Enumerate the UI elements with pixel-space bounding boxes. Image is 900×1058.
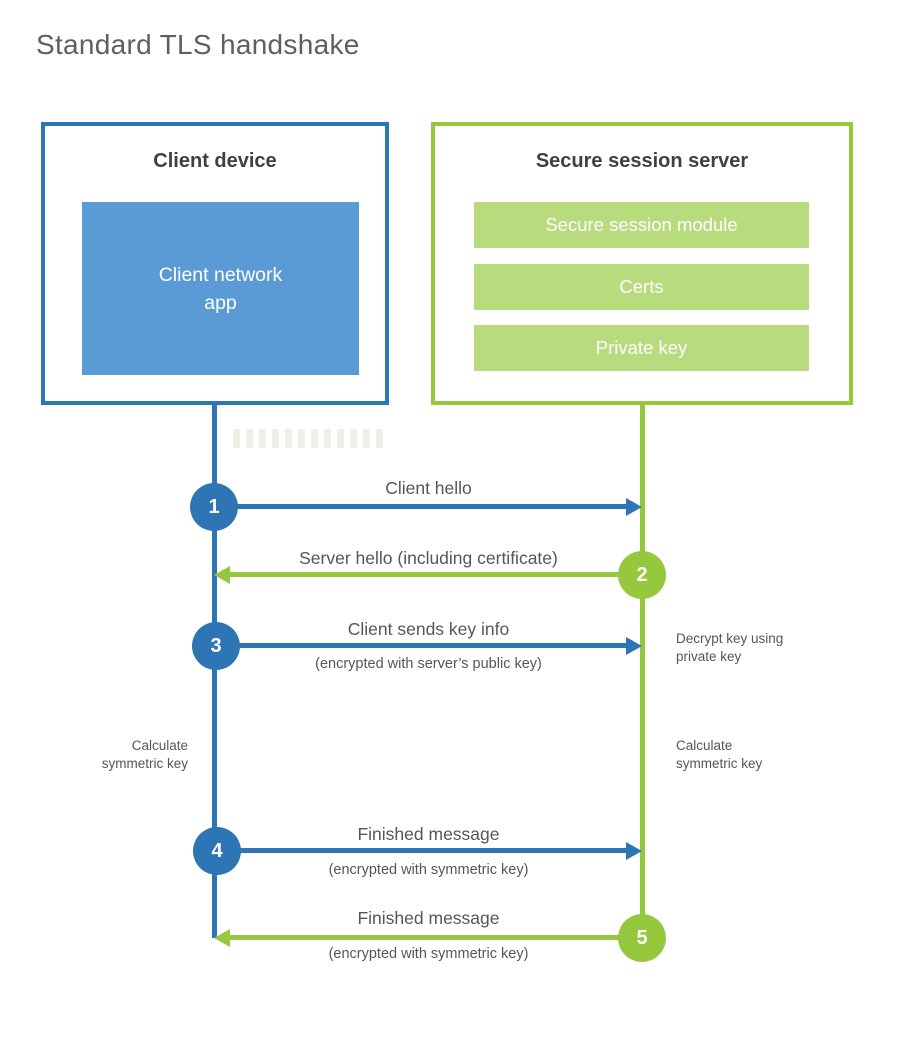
faint-erased-text-artifact — [233, 429, 385, 448]
secure-session-server-box: Secure session server Secure session mod… — [431, 122, 853, 405]
step5-arrow-line — [230, 935, 642, 940]
server-module-label: Certs — [619, 276, 664, 297]
secure-session-server-title: Secure session server — [535, 150, 749, 172]
step4-number-badge: 4 — [193, 827, 241, 875]
step4-message-label: Finished message — [357, 824, 500, 844]
client-network-app-label: Client network app — [158, 263, 283, 314]
step1-message-label: Client hello — [385, 478, 472, 498]
step3-number: 3 — [210, 634, 222, 657]
step4-arrow-line — [215, 848, 626, 853]
step4-number: 4 — [211, 839, 223, 862]
step1-arrow-line — [215, 504, 626, 509]
server-module-label: Secure session module — [545, 214, 738, 235]
step1-number: 1 — [208, 495, 220, 518]
step3-message-label: Client sends key info — [347, 619, 510, 639]
server-module-label: Private key — [595, 337, 688, 358]
arrow-left-icon — [214, 929, 230, 947]
annotation-calculate-symmetric-key-client: Calculate symmetric key — [101, 738, 188, 771]
server-module-secure-session-module: Secure session module — [474, 202, 809, 248]
client-device-title: Client device — [153, 150, 277, 172]
step2-number: 2 — [636, 563, 648, 586]
step3-message-sublabel: (encrypted with server’s public key) — [315, 656, 542, 672]
server-module-certs: Certs — [474, 264, 809, 310]
step2-arrow-line — [230, 572, 642, 577]
server-lifeline — [640, 405, 645, 938]
page-title: Standard TLS handshake — [36, 29, 360, 60]
step5-number-badge: 5 — [618, 914, 666, 962]
step1-number-badge: 1 — [190, 483, 238, 531]
step3-number-badge: 3 — [192, 622, 240, 670]
annotation-calculate-symmetric-key-server: Calculate symmetric key — [676, 738, 763, 771]
step2-number-badge: 2 — [618, 551, 666, 599]
step5-number: 5 — [636, 926, 648, 949]
server-module-private-key: Private key — [474, 325, 809, 371]
step5-message-label: Finished message — [357, 908, 500, 928]
step4-message-sublabel: (encrypted with symmetric key) — [328, 862, 529, 878]
client-device-box: Client device Client network app — [41, 122, 389, 405]
arrow-right-icon — [626, 498, 642, 516]
step3-arrow-line — [215, 643, 626, 648]
step2-message-label: Server hello (including certificate) — [299, 548, 558, 568]
client-network-app-box: Client network app — [82, 202, 359, 375]
step5-message-sublabel: (encrypted with symmetric key) — [328, 946, 529, 962]
arrow-right-icon — [626, 637, 642, 655]
client-lifeline — [212, 405, 217, 938]
annotation-decrypt-key: Decrypt key using private key — [676, 631, 784, 664]
arrow-right-icon — [626, 842, 642, 860]
arrow-left-icon — [214, 566, 230, 584]
